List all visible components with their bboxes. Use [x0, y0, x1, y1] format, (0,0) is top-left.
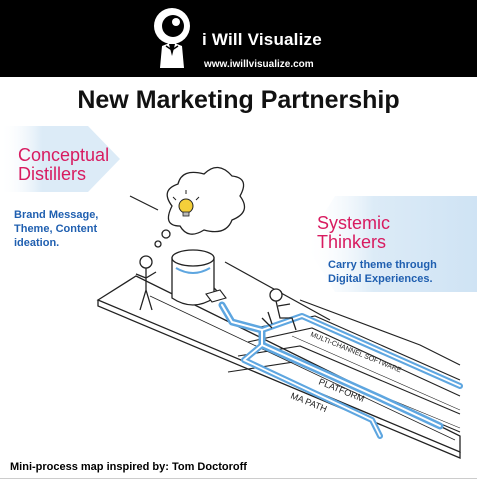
- page-title: New Marketing Partnership: [77, 86, 400, 114]
- platform-slab: [96, 275, 461, 459]
- eye-head-suit-icon: [154, 8, 190, 68]
- left-banner-shape: [0, 126, 120, 192]
- systemic-thinkers-heading: Systemic Thinkers: [317, 214, 427, 252]
- lightbulb-icon: [172, 190, 200, 217]
- pointer-line: [129, 195, 159, 211]
- heading-line: Conceptual: [18, 145, 110, 165]
- bottom-divider: [0, 478, 477, 479]
- tank-icon: [171, 249, 225, 306]
- conceptual-distillers-description: Brand Message, Theme, Content ideation.: [14, 208, 126, 250]
- description-line: Theme, Content: [14, 223, 98, 235]
- description-line: Brand Message,: [14, 209, 99, 221]
- header-bar: i Will Visualize www.iwillvisualize.com: [0, 0, 477, 77]
- standing-person-icon: [135, 255, 157, 311]
- systemic-thinkers-description: Carry theme through Digital Experiences.: [328, 258, 468, 286]
- description-line: Carry theme through: [328, 259, 437, 271]
- description-line: Digital Experiences.: [328, 273, 433, 285]
- heading-line: Systemic: [317, 213, 391, 233]
- heading-line: Thinkers: [317, 232, 387, 252]
- description-line: ideation.: [14, 237, 60, 249]
- seated-person-icon: [261, 288, 297, 331]
- conceptual-distillers-heading: Conceptual Distillers: [18, 146, 148, 184]
- thought-cloud-icon: [154, 166, 246, 248]
- brand-name: i Will Visualize: [202, 30, 322, 49]
- valve-icon: [205, 289, 227, 303]
- heading-line: Distillers: [18, 164, 87, 184]
- website-url[interactable]: www.iwillvisualize.com: [204, 59, 314, 70]
- blue-pipe: [218, 301, 463, 439]
- right-banner-shape: [305, 196, 477, 292]
- caption: Mini-process map inspired by: Tom Doctor…: [10, 461, 247, 473]
